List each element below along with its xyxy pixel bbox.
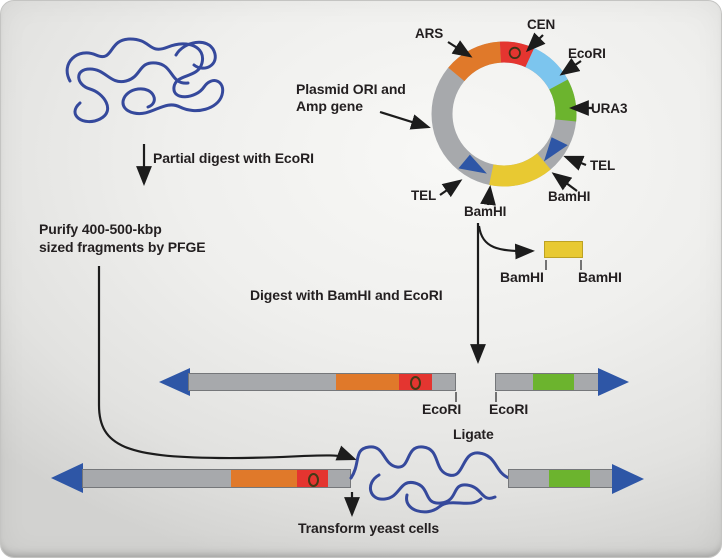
- cen-circle-marker: [308, 473, 319, 487]
- stuffer-bamhi-left-label: BamHI: [500, 269, 544, 285]
- left-arm-ecori-label: EcoRI: [422, 401, 462, 417]
- stuffer-segment: [431, 41, 577, 187]
- ura3-segment-linear: [533, 374, 574, 390]
- cen-arrow: [525, 32, 546, 53]
- tel-right-label: TEL: [590, 158, 616, 173]
- ligate-label: Ligate: [453, 426, 494, 442]
- yac-right-arm: [508, 469, 613, 488]
- plasmid-backbone-ring: [431, 41, 577, 187]
- genomic-dna-tangle: [65, 37, 225, 124]
- yac-left-arm: [82, 469, 351, 488]
- tel-triangle-right: [543, 137, 568, 162]
- dna-scribble-path: [174, 40, 217, 70]
- yac-right-telomere-arrowhead: [612, 464, 644, 494]
- ori-arrow: [379, 110, 431, 130]
- cen-circle-marker: [508, 46, 521, 59]
- ars-label: ARS: [415, 26, 444, 41]
- bamhi-right-label: BamHI: [548, 189, 591, 204]
- dna-scribble-path: [73, 61, 190, 124]
- tel-left-label: TEL: [411, 188, 437, 203]
- right-arm-telomere-arrowhead: [598, 368, 629, 396]
- insert-dna-tangle: [349, 445, 511, 514]
- dna-scribble-path: [349, 445, 511, 480]
- yac-left-telomere-arrowhead: [51, 463, 83, 493]
- ura3-segment-linear: [549, 470, 590, 487]
- dna-scribble-path: [405, 493, 483, 514]
- bamhi-bottom-label: BamHI: [464, 204, 507, 219]
- tel-right-arrow: [563, 155, 587, 171]
- digest-label: Digest with BamHI and EcoRI: [250, 287, 443, 303]
- ori-amp-label-line1: Plasmid ORI and: [296, 81, 406, 97]
- tel-triangle-left: [458, 154, 487, 174]
- cen-label: CEN: [527, 17, 556, 32]
- tel-left-arrow: [439, 179, 463, 198]
- ori-amp-label-line2: Amp gene: [296, 98, 363, 114]
- right-arm-ecori-label: EcoRI: [489, 401, 529, 417]
- stuffer-release-arrow: [477, 225, 535, 260]
- right-vector-arm: [495, 373, 599, 391]
- ars-segment-linear: [336, 374, 399, 390]
- ecori-arrow: [559, 57, 582, 76]
- ecori-segment: [431, 41, 577, 187]
- stuffer-fragment: [544, 241, 583, 258]
- ura3-label: URA3: [591, 101, 628, 116]
- dna-scribble-path: [369, 473, 497, 505]
- transform-label: Transform yeast cells: [298, 520, 440, 536]
- ars-segment: [431, 41, 577, 187]
- dna-scribble-path: [65, 37, 225, 116]
- stuffer-bamhi-right-label: BamHI: [578, 269, 622, 285]
- plasmid-map: [431, 41, 577, 187]
- partial-digest-label: Partial digest with EcoRI: [153, 150, 314, 166]
- ars-segment-linear: [231, 470, 297, 487]
- purify-label-line1: Purify 400-500-kbp: [39, 221, 162, 237]
- purify-label-line2: sized fragments by PFGE: [39, 239, 206, 255]
- cen-segment: [431, 41, 577, 187]
- cen-circle-marker: [410, 376, 421, 390]
- ura3-segment: [431, 41, 577, 187]
- left-arm-telomere-arrowhead: [159, 368, 190, 396]
- left-vector-arm: [188, 373, 456, 391]
- ars-arrow: [447, 40, 473, 58]
- ecori-plasmid-label: EcoRI: [568, 46, 606, 61]
